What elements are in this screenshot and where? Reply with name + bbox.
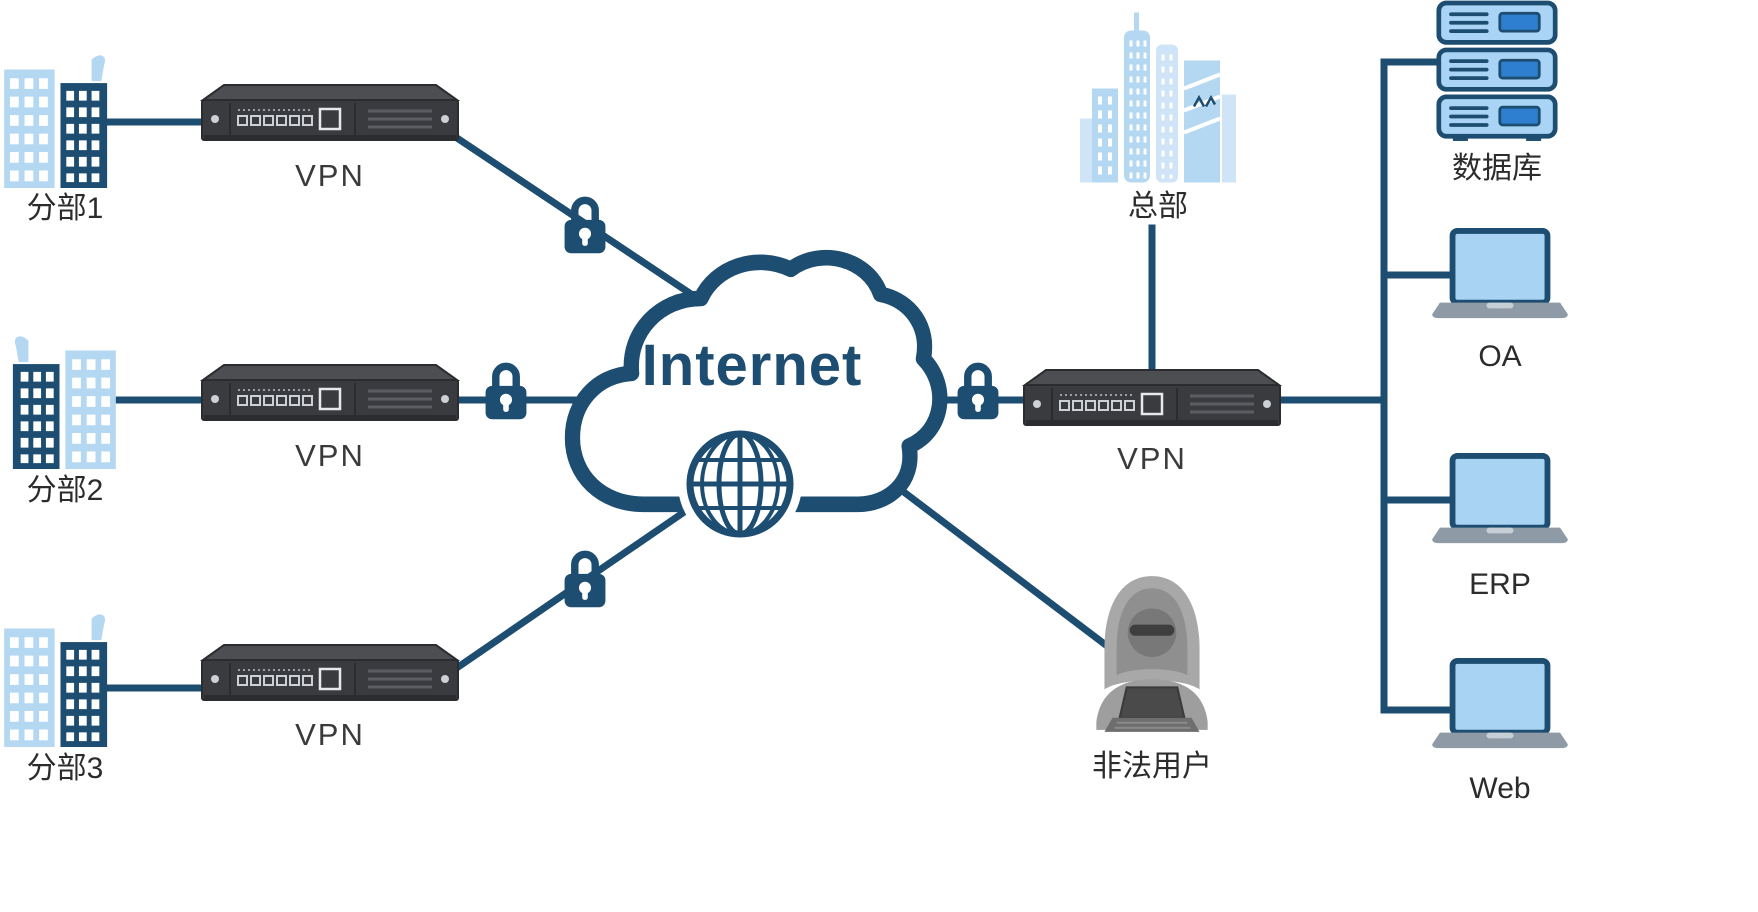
branch2-buildings-icon (4, 333, 116, 469)
web-label: Web (1469, 772, 1531, 805)
headquarters-label: 总部 (1128, 190, 1188, 223)
vpn3-label: VPN (295, 717, 365, 752)
vpn1-label: VPN (295, 158, 365, 193)
internet-label: Internet (641, 333, 863, 398)
erp-laptop-icon (1432, 453, 1568, 546)
vpn-appliance-icon-3 (200, 643, 460, 711)
padlock-icon-3 (559, 546, 611, 611)
oa-label: OA (1478, 340, 1522, 373)
branch3-buildings-icon (4, 611, 116, 747)
vpn-appliance-icon-2 (200, 363, 460, 431)
database-servers-icon (1436, 0, 1558, 143)
branch3-label: 分部3 (26, 752, 104, 785)
vpn-appliance-icon-hq (1022, 368, 1282, 436)
padlock-icon-1 (559, 192, 611, 257)
hacker-icon (1096, 576, 1208, 732)
erp-label: ERP (1469, 568, 1531, 601)
branch1-buildings-icon (4, 52, 116, 188)
oa-laptop-icon (1432, 228, 1568, 321)
web-laptop-icon (1432, 658, 1568, 751)
headquarters-city-icon (1080, 12, 1236, 183)
internet-cloud-icon (564, 249, 948, 513)
vpn2-label: VPN (295, 438, 365, 473)
hq-vpn-label: VPN (1117, 441, 1187, 476)
database-label: 数据库 (1452, 152, 1542, 185)
padlock-icon-4 (952, 358, 1004, 423)
globe-icon (678, 422, 802, 546)
attacker-label: 非法用户 (1092, 750, 1212, 783)
vpn-appliance-icon-1 (200, 83, 460, 151)
padlock-icon-2 (480, 358, 532, 423)
branch2-label: 分部2 (26, 474, 104, 507)
branch1-label: 分部1 (26, 192, 104, 225)
